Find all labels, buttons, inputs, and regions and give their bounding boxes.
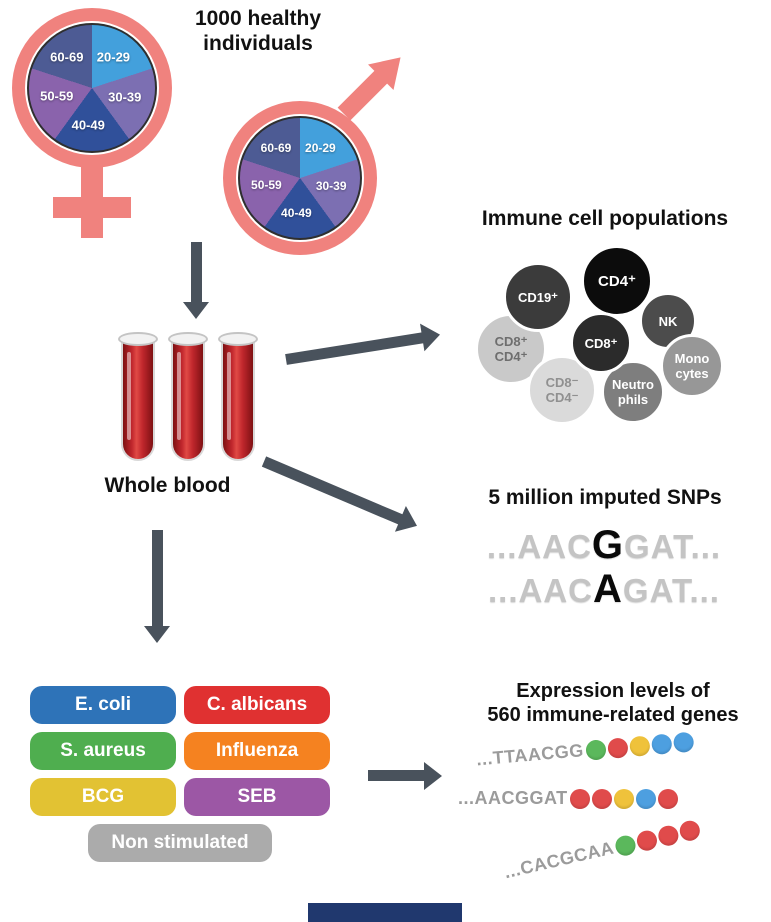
- blood-tube: [118, 332, 158, 464]
- bead-string: [583, 731, 695, 761]
- female-symbol-crossbar: [53, 197, 131, 218]
- sequence-text: ...CACGCAA: [502, 837, 616, 883]
- expression-bead: [635, 788, 656, 809]
- blood-tube: [168, 332, 208, 464]
- bead-string: [568, 788, 678, 809]
- snp-sequence-line: ...AACAGAT...: [488, 567, 720, 611]
- expression-bead: [657, 788, 678, 809]
- immune-populations-title: Immune cell populations: [481, 207, 729, 230]
- diagonal-arrow-icon: [258, 447, 436, 546]
- expression-bead: [628, 734, 651, 757]
- cell-circle-monocytes: Mono cytes: [660, 334, 724, 398]
- cell-circle-cd4: CD4⁺: [581, 245, 653, 317]
- female-age-pie-chart: 20-29 30-39 40-49 50-59 60-69: [27, 23, 157, 153]
- cell-circle-cd19: CD19⁺: [503, 262, 573, 332]
- stimulus-calbicans: C. albicans: [184, 686, 330, 724]
- stimulus-non-stimulated: Non stimulated: [88, 824, 272, 862]
- expression-bead: [656, 823, 681, 848]
- stimulus-bcg: BCG: [30, 778, 176, 816]
- footer-bar: [308, 903, 462, 922]
- gene-sequence-row: ...CACGCAA: [502, 818, 702, 883]
- right-arrow-icon: [284, 318, 455, 375]
- expression-bead: [634, 828, 659, 853]
- snp-variant-allele: G: [591, 523, 625, 567]
- snp-sequence-line: ...AACGGAT...: [486, 523, 722, 567]
- expression-bead: [584, 738, 607, 761]
- age-label-20-29: 20-29: [305, 141, 336, 155]
- snp-sequences: ...AACGGAT... ...AACAGAT...: [448, 524, 760, 612]
- cohort-title: 1000 healthy individuals: [194, 7, 322, 55]
- cell-circle-cd8: CD8⁺: [570, 312, 632, 374]
- expression-title: Expression levels of 560 immune-related …: [487, 680, 739, 726]
- snp-variant-allele: A: [593, 567, 623, 611]
- expression-bead: [613, 833, 638, 858]
- stimulus-seb: SEB: [184, 778, 330, 816]
- bead-string: [611, 818, 702, 858]
- gene-sequence-row: ...TTAACGG: [475, 731, 695, 771]
- sequence-text: ...TTAACGG: [475, 740, 585, 770]
- age-label-60-69: 60-69: [50, 49, 84, 64]
- male-age-pie-chart: 20-29 30-39 40-49 50-59 60-69: [238, 116, 362, 240]
- expression-bead: [650, 732, 673, 755]
- expression-bead: [606, 736, 629, 759]
- expression-bead: [672, 731, 695, 753]
- cell-circle-nk: NK: [639, 292, 697, 350]
- stimulus-ecoli: E. coli: [30, 686, 176, 724]
- expression-bead: [613, 788, 634, 809]
- age-label-30-39: 30-39: [108, 89, 142, 105]
- age-label-50-59: 50-59: [251, 178, 282, 193]
- age-label-30-39: 30-39: [315, 179, 347, 194]
- age-label-40-49: 40-49: [71, 117, 105, 133]
- sequence-text: ...AACGGAT: [458, 788, 568, 808]
- expression-bead: [677, 818, 702, 843]
- age-label-60-69: 60-69: [260, 141, 292, 155]
- age-label-50-59: 50-59: [40, 88, 74, 104]
- gene-sequence-row: ...AACGGAT: [458, 788, 678, 809]
- expression-bead: [569, 788, 590, 809]
- age-label-20-29: 20-29: [96, 49, 131, 64]
- snps-title: 5 million imputed SNPs: [488, 486, 722, 509]
- stimulus-influenza: Influenza: [184, 732, 330, 770]
- whole-blood-label: Whole blood: [104, 474, 231, 497]
- expression-bead: [591, 788, 612, 809]
- blood-tube: [218, 332, 258, 464]
- age-label-40-49: 40-49: [281, 205, 312, 220]
- stimulus-saureus: S. aureus: [30, 732, 176, 770]
